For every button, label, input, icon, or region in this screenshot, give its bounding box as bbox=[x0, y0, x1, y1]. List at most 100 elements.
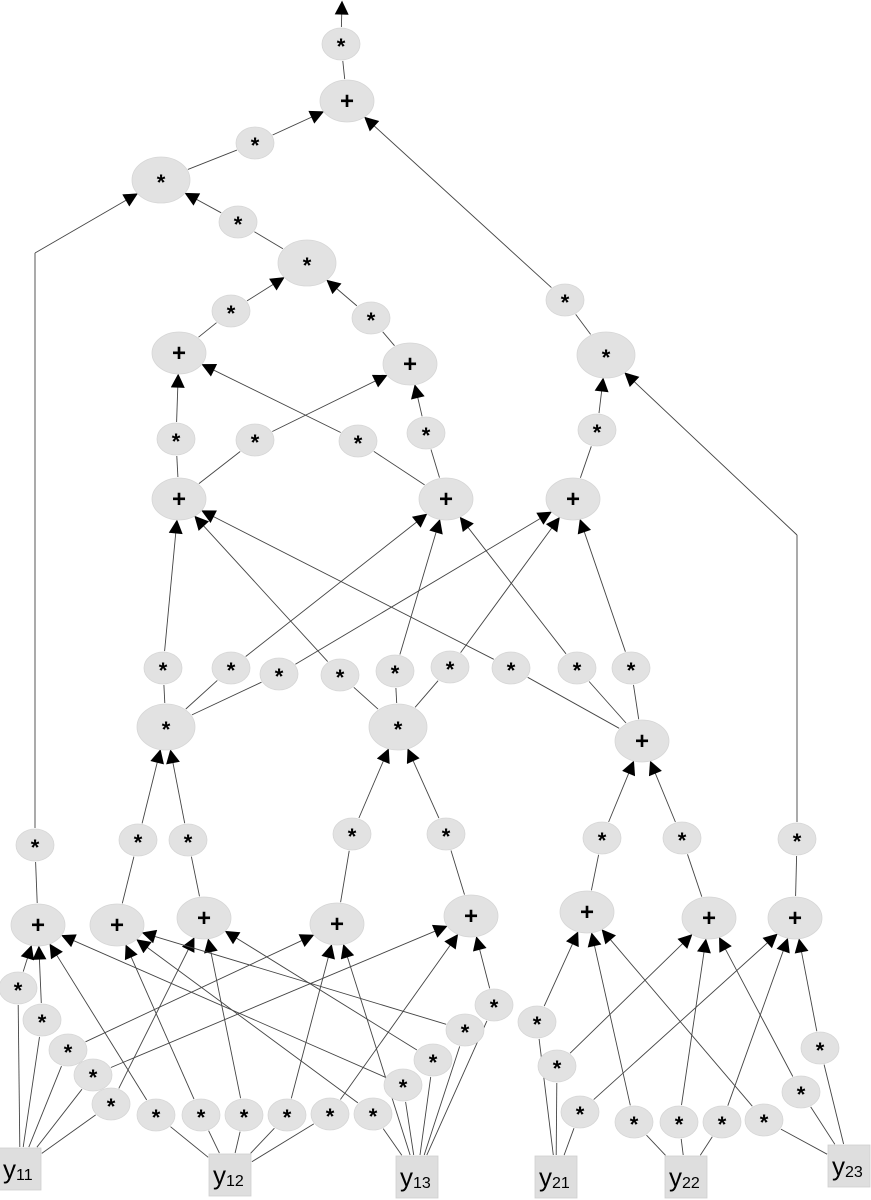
node-ellipse bbox=[767, 896, 823, 940]
times-symbol: * bbox=[442, 824, 451, 849]
times-symbol: * bbox=[227, 301, 236, 326]
leaf-subscript: 11 bbox=[16, 1167, 33, 1184]
mul-node-mul-b: * bbox=[368, 703, 428, 751]
edge-b6-to-a1 bbox=[49, 943, 148, 1101]
times-symbol: * bbox=[429, 1050, 438, 1075]
edge-m-cross-3-to-add-l1 bbox=[201, 363, 341, 433]
leaf-label: y13 bbox=[400, 1162, 431, 1192]
edge-root-mul-to-top bbox=[334, 0, 349, 28]
mul-node-s3: * bbox=[259, 657, 299, 691]
mul-node-s8: * bbox=[557, 651, 597, 685]
plus-symbol: + bbox=[702, 905, 716, 932]
times-symbol: * bbox=[816, 1038, 825, 1063]
edge-b2-to-a1 bbox=[32, 945, 47, 1004]
edge-mul-mid-to-m-left-chain bbox=[254, 231, 284, 250]
edge-b10-to-a5 bbox=[340, 934, 459, 1100]
mul-node-b15: * bbox=[474, 988, 514, 1022]
edge-a2-to-t1 bbox=[121, 856, 135, 904]
node-ellipse bbox=[611, 651, 651, 685]
edge-big-mul-left-to-m-top-left bbox=[187, 149, 238, 170]
add-node-add-m3: + bbox=[545, 477, 601, 521]
edge-mul-a-to-s1 bbox=[163, 684, 166, 704]
add-node-top-add: + bbox=[319, 79, 375, 123]
mul-node-b8: * bbox=[224, 1098, 264, 1132]
edge-b12-to-a1 bbox=[61, 934, 386, 1078]
node-ellipse bbox=[338, 424, 378, 458]
add-node-a6: + bbox=[559, 890, 615, 934]
mul-node-c2: * bbox=[537, 1049, 577, 1083]
edge-m-to-mid-b-to-mul-mid bbox=[326, 279, 358, 307]
mul-node-c3: * bbox=[560, 1095, 600, 1129]
edge-m-to-mid-a-to-mul-mid bbox=[246, 277, 285, 302]
node-ellipse bbox=[545, 477, 601, 521]
leaf-box bbox=[0, 1147, 42, 1191]
times-symbol: * bbox=[422, 423, 431, 448]
node-ellipse bbox=[332, 817, 372, 851]
node-ellipse bbox=[614, 719, 670, 763]
leaf-label: y11 bbox=[3, 1154, 33, 1184]
times-symbol: * bbox=[678, 828, 687, 853]
plus-symbol: + bbox=[788, 905, 802, 932]
edge-add-m3-to-m-r-up bbox=[579, 446, 592, 478]
add-node-a7: + bbox=[681, 896, 737, 940]
node-ellipse bbox=[309, 902, 365, 946]
node-ellipse bbox=[181, 1098, 221, 1132]
node-ellipse bbox=[368, 703, 428, 751]
add-node-add-m2: + bbox=[418, 477, 474, 521]
edge-y23-to-c7 bbox=[780, 1128, 828, 1155]
node-ellipse bbox=[744, 1103, 784, 1137]
node-ellipse bbox=[321, 27, 361, 61]
leaf-label: y21 bbox=[539, 1162, 570, 1192]
edge-m-cross-2-to-add-l2 bbox=[272, 374, 388, 432]
edge-b15-to-a5 bbox=[472, 936, 491, 989]
node-ellipse bbox=[156, 422, 196, 456]
edge-add-l1-to-m-to-mid-a bbox=[198, 322, 217, 338]
node-ellipse bbox=[176, 896, 232, 940]
edge-b9-to-a4 bbox=[290, 944, 335, 1099]
edge-add-m1-to-m-cross-2 bbox=[198, 451, 241, 484]
times-symbol: * bbox=[152, 1105, 161, 1130]
edge-b14-to-a2 bbox=[141, 929, 447, 1025]
add-node-a5: + bbox=[443, 894, 499, 938]
leaf-subscript: 22 bbox=[682, 1175, 700, 1192]
edge-y22-to-c6 bbox=[699, 1136, 713, 1156]
edge-mul-b-to-s5 bbox=[395, 687, 398, 704]
node-ellipse bbox=[235, 126, 275, 160]
mul-node-b14: * bbox=[445, 1013, 485, 1047]
edge-b7-to-a2 bbox=[124, 944, 195, 1100]
edge-c2-to-a7 bbox=[569, 934, 693, 1054]
node-ellipse bbox=[168, 823, 208, 857]
edge-m-top-left-to-top-add bbox=[272, 110, 325, 136]
node-ellipse bbox=[224, 1098, 264, 1132]
mul-node-c6: * bbox=[702, 1105, 742, 1139]
edge-mul-right-to-m-r-chain bbox=[575, 314, 591, 335]
mul-node-b6: * bbox=[136, 1098, 176, 1132]
leaf-base: y bbox=[400, 1162, 413, 1192]
leaf-subscript: 13 bbox=[413, 1175, 431, 1192]
leaf-label: y23 bbox=[832, 1151, 863, 1181]
times-symbol: * bbox=[234, 212, 243, 237]
edge-c1-to-a6 bbox=[543, 931, 579, 1007]
edge-y12-to-b9 bbox=[250, 1127, 275, 1154]
plus-symbol: + bbox=[197, 905, 211, 932]
edge-a3-to-t2 bbox=[190, 856, 200, 897]
node-ellipse bbox=[319, 79, 375, 123]
edge-y13-to-b12 bbox=[405, 1101, 415, 1156]
times-symbol: * bbox=[64, 1040, 73, 1065]
edge-c6-to-a8 bbox=[727, 937, 790, 1106]
times-symbol: * bbox=[184, 830, 193, 855]
edge-y21-to-c2 bbox=[555, 1082, 558, 1156]
leaf-box bbox=[664, 1155, 708, 1199]
add-node-add-m1: + bbox=[151, 477, 207, 521]
leaf-subscript: 12 bbox=[226, 1173, 244, 1190]
edge-m-r-chain-to-top-add bbox=[364, 116, 552, 288]
edge-s6-to-add-m3 bbox=[460, 516, 560, 653]
edge-t3-to-mul-b bbox=[358, 748, 390, 819]
add-node-a3: + bbox=[176, 896, 232, 940]
times-symbol: * bbox=[354, 431, 363, 456]
times-symbol: * bbox=[134, 830, 143, 855]
node-ellipse bbox=[491, 651, 531, 685]
times-symbol: * bbox=[602, 345, 611, 370]
times-symbol: * bbox=[391, 661, 400, 686]
node-ellipse bbox=[310, 1097, 350, 1131]
